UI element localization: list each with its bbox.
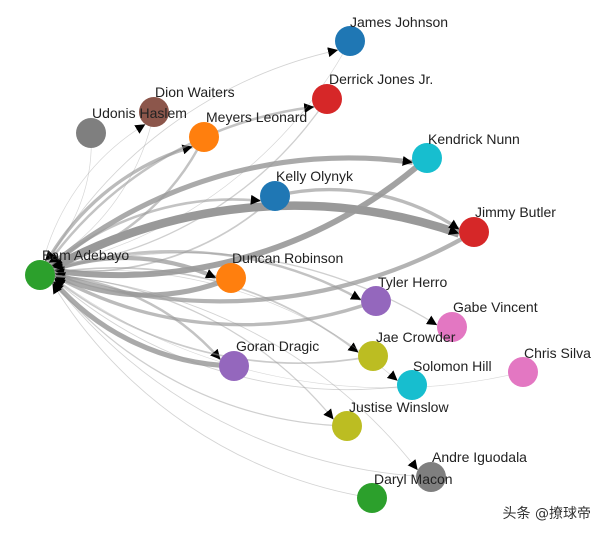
link-bam_adebayo-to-tyler_herro: [39, 250, 362, 301]
node-gabe_vincent[interactable]: [437, 312, 467, 342]
link-bam_adebayo-to-dion_waiters: [39, 124, 146, 276]
node-jimmy_butler[interactable]: [459, 217, 489, 247]
link-kelly_olynyk-to-bam_adebayo: [54, 195, 276, 277]
node-label-solomon_hill: Solomon Hill: [413, 358, 492, 374]
link-bam_adebayo-to-andre_iguodala: [39, 274, 419, 471]
node-label-kelly_olynyk: Kelly Olynyk: [276, 168, 354, 184]
node-dion_waiters[interactable]: [139, 97, 169, 127]
link-dion_waiters-to-bam_adebayo: [48, 111, 155, 263]
link-bam_adebayo-to-jae_crowder: [39, 267, 359, 354]
link-kendrick_nunn-to-bam_adebayo: [53, 155, 429, 279]
link-daryl_macon-to-bam_adebayo: [52, 283, 373, 499]
node-goran_dragic[interactable]: [219, 351, 249, 381]
node-label-jimmy_butler: Jimmy Butler: [475, 204, 556, 220]
node-duncan_robinson[interactable]: [216, 263, 246, 293]
link-derrick_jones-to-bam_adebayo: [52, 98, 328, 271]
node-chris_silva[interactable]: [508, 357, 538, 387]
node-label-udonis_haslem: Udonis Haslem: [92, 105, 187, 121]
link-bam_adebayo-to-kelly_olynyk: [39, 194, 261, 276]
node-label-tyler_herro: Tyler Herro: [378, 274, 447, 290]
node-kendrick_nunn[interactable]: [412, 143, 442, 173]
link-chris_silva-to-bam_adebayo: [54, 277, 524, 389]
node-label-justise_winslow: Justise Winslow: [349, 399, 449, 415]
nodes-layer: [25, 26, 538, 513]
node-daryl_macon[interactable]: [357, 483, 387, 513]
link-udonis_haslem-to-bam_adebayo: [44, 132, 92, 262]
node-bam_adebayo[interactable]: [25, 260, 55, 290]
node-kelly_olynyk[interactable]: [260, 181, 290, 211]
link-bam_adebayo-to-james_johnson: [39, 47, 339, 276]
node-label-kendrick_nunn: Kendrick Nunn: [428, 131, 520, 147]
node-label-gabe_vincent: Gabe Vincent: [453, 299, 538, 315]
node-label-meyers_leonard: Meyers Leonard: [206, 109, 307, 125]
node-label-duncan_robinson: Duncan Robinson: [232, 250, 343, 266]
link-andre_iguodala-to-bam_adebayo: [52, 281, 432, 478]
link-jae_crowder-to-bam_adebayo: [54, 277, 374, 364]
node-label-andre_iguodala: Andre Iguodala: [432, 449, 527, 465]
link-goran_dragic-to-bam_adebayo: [51, 279, 235, 369]
link-jimmy_butler-to-bam_adebayo: [54, 230, 476, 304]
node-label-bam_adebayo: Bam Adebayo: [42, 247, 129, 263]
node-justise_winslow[interactable]: [332, 411, 362, 441]
link-kelly_olynyk-to-jimmy_butler: [274, 187, 461, 231]
link-justise_winslow-to-bam_adebayo: [52, 281, 348, 427]
node-label-chris_silva: Chris Silva: [524, 345, 591, 361]
node-label-derrick_jones: Derrick Jones Jr.: [329, 71, 433, 87]
link-bam_adebayo-to-justise_winslow: [39, 274, 335, 420]
node-label-goran_dragic: Goran Dragic: [236, 338, 319, 354]
node-label-james_johnson: James Johnson: [350, 14, 448, 30]
node-udonis_haslem[interactable]: [76, 118, 106, 148]
node-solomon_hill[interactable]: [397, 370, 427, 400]
node-james_johnson[interactable]: [335, 26, 365, 56]
link-tyler_herro-to-bam_adebayo: [54, 274, 377, 327]
node-derrick_jones[interactable]: [312, 84, 342, 114]
link-bam_adebayo-to-goran_dragic: [39, 273, 222, 361]
links-layer: [37, 40, 524, 499]
node-andre_iguodala[interactable]: [416, 462, 446, 492]
node-label-jae_crowder: Jae Crowder: [376, 329, 456, 345]
watermark-text: 头条 @撩球帝: [502, 506, 591, 522]
link-bam_adebayo-to-derrick_jones: [38, 103, 315, 276]
node-label-dion_waiters: Dion Waiters: [155, 84, 235, 100]
node-jae_crowder[interactable]: [358, 341, 388, 371]
node-tyler_herro[interactable]: [361, 286, 391, 316]
link-meyers_leonard-to-bam_adebayo: [51, 136, 206, 268]
node-label-daryl_macon: Daryl Macon: [374, 471, 453, 487]
node-meyers_leonard[interactable]: [189, 122, 219, 152]
